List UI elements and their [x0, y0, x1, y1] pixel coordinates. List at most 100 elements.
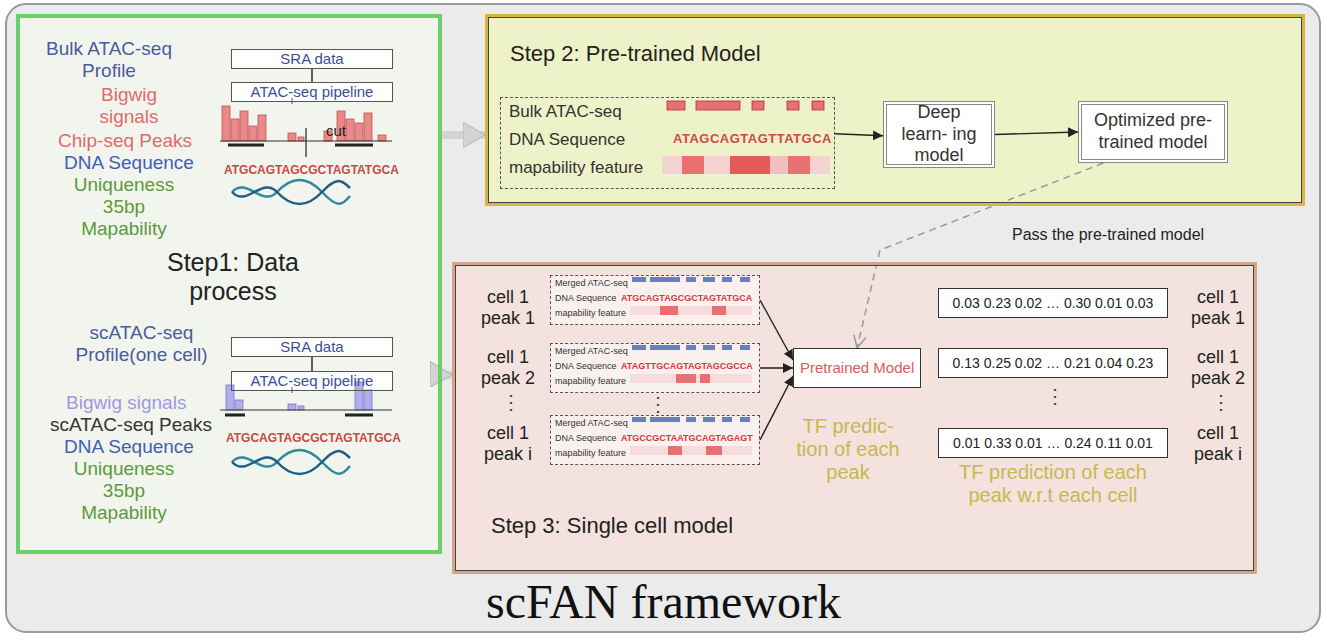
text-slot: DNA Sequence: [64, 436, 194, 458]
cell-peak-label: cell 1 peak 2: [1183, 347, 1253, 388]
box-fill: [231, 337, 393, 357]
text-slot: cell 1 peak 1: [473, 287, 543, 328]
node-text: Merged ATAC-seq: [555, 278, 628, 288]
cell-peak-label: cell 1 peak i: [1183, 423, 1253, 464]
text-slot: mapability feature: [555, 308, 626, 318]
connector-arrow: [995, 132, 1078, 135]
text-slot: mapability feature: [555, 448, 626, 458]
dna-sequence: ATGCAGTAGCGCTAGTATGCA: [226, 432, 401, 446]
cell-peak-label: cell 1 peak 1: [1183, 287, 1253, 328]
text-slot: cell 1 peak i: [473, 423, 543, 464]
node-text: SRA data: [280, 338, 343, 355]
text-slot: ATGCAGTAGCGCTAGTATGCA: [226, 432, 401, 446]
node-text: DNA Sequence: [555, 361, 617, 371]
box-fill: [938, 428, 1168, 458]
process-box: ATAC-seq pipeline: [231, 82, 393, 102]
node-text: DNA Sequence: [555, 293, 617, 303]
node-text: ATAGCAGTAGTTATGCA: [673, 132, 832, 147]
ellipsis: ⋮: [501, 391, 521, 414]
model-box: Pretrained Model: [793, 348, 921, 388]
box-fill: [231, 49, 393, 69]
text-slot: ⋮: [1211, 391, 1231, 414]
text-slot: DNA Sequence: [555, 433, 617, 443]
cell-peak-label: cell 1 peak i: [473, 423, 543, 464]
text-slot: Pass the pre-trained model: [1012, 226, 1204, 244]
text-slot: Bulk ATAC-seq: [509, 102, 622, 122]
mapability-strip: [662, 156, 830, 174]
box-fill: [1078, 101, 1228, 163]
process-box: SRA data: [231, 49, 393, 69]
node-text: Merged ATAC-seq: [555, 418, 628, 428]
text-slot: cell 1 peak 1: [1183, 287, 1253, 328]
box-fill: [550, 343, 760, 393]
prediction-box: 0.03 0.23 0.02 … 0.30 0.01 0.03: [938, 288, 1168, 318]
text-slot: Uniqueness 35bp Mapability: [64, 174, 184, 240]
node-text: 0.03 0.23 0.02 … 0.30 0.01 0.03: [953, 295, 1154, 311]
node-text: Merged ATAC-seq: [555, 346, 628, 356]
data-label: Bigwig signals: [66, 392, 186, 414]
connector-arrow: [311, 357, 312, 371]
text-slot: Merged ATAC-seq: [555, 278, 628, 288]
text-slot: Merged ATAC-seq: [555, 418, 628, 428]
step-panel: Step 3: Single cell model Merged ATAC-seq…: [452, 262, 1257, 574]
data-label: DNA Sequence: [64, 436, 194, 458]
text-slot: ATGCCGCTAATGCAGTAGAGT: [621, 433, 753, 443]
text-slot: DNA Sequence: [64, 152, 194, 174]
text-slot: Bigwig signals: [79, 84, 179, 128]
cell-peak-label: cell 1 peak 1: [473, 287, 543, 328]
cell-peak-label: cell 1 peak 2: [473, 347, 543, 388]
node-text: Step1: Data process: [120, 248, 346, 306]
box-fill: [231, 371, 393, 391]
step-panel: Step 2: Pre-trained ModelBulk ATAC-seqDN…: [485, 14, 1305, 206]
node-text: DNA Sequence: [509, 130, 625, 150]
node-text: ATGCAGTAGCGCTAGTATGCA: [621, 293, 752, 303]
text-slot: DNA Sequence: [509, 130, 625, 150]
node-text: mapability feature: [555, 308, 626, 318]
text-slot: DNA Sequence: [555, 361, 617, 371]
data-label: Bigwig signals: [79, 84, 179, 128]
node-text: Deep learn- ing model: [893, 102, 985, 167]
box-fill: [883, 101, 995, 168]
node-text: Bulk ATAC-seq: [509, 102, 622, 122]
text-slot: Step 3: Single cell model: [491, 513, 733, 538]
connector-arrow: [311, 69, 312, 82]
text-slot: cut: [326, 122, 346, 139]
connector-arrow: [835, 134, 883, 136]
text-slot: ⋮: [648, 393, 668, 416]
node-text: Step 2: Pre-trained Model: [510, 41, 761, 66]
connector-arrow: [442, 371, 452, 379]
dna-helix: [232, 180, 350, 204]
caption: scFAN framework: [0, 578, 1327, 626]
text-slot: TF predic- tion of each peak: [793, 415, 903, 484]
node-text: Optimized pre- trained model: [1088, 110, 1218, 153]
text-slot: ATAGCAGTAGTTATGCA: [673, 132, 832, 147]
text-slot: mapability feature: [509, 158, 643, 178]
step-panel: Step1: Data processSRA dataATAC-seq pipe…: [16, 14, 442, 554]
text-slot: Step 2: Pre-trained Model: [510, 41, 761, 66]
connector-arrow: [857, 163, 1103, 348]
data-label: scATAC-seq Profile(one cell): [59, 322, 224, 366]
connector-arrow: [760, 300, 793, 360]
bulk-signal-track: [220, 98, 392, 157]
model-box: Deep learn- ing model: [883, 101, 995, 168]
model-box: Optimized pre- trained model: [1078, 101, 1228, 163]
box-fill: [485, 14, 1305, 206]
text-slot: Uniqueness 35bp Mapability: [64, 458, 184, 524]
connector-arrow: [760, 367, 793, 368]
ellipsis: ⋮: [1045, 385, 1065, 408]
box-fill: [550, 415, 760, 465]
text-slot: cell 1 peak i: [1183, 423, 1253, 464]
data-label: Bulk ATAC-seq Profile: [34, 38, 184, 82]
prediction-box: 0.01 0.33 0.01 … 0.24 0.11 0.01: [938, 428, 1168, 458]
node-text: ATAGTTGCAGTAGTAGCGCCA: [621, 361, 753, 371]
data-label: Chip-seq Peaks: [58, 130, 192, 152]
annotation: TF predic- tion of each peak: [793, 415, 903, 484]
box-fills: [16, 14, 1305, 574]
text-slot: Bigwig signals: [66, 392, 186, 414]
text-slot: DNA Sequence: [555, 293, 617, 303]
text-slot: scFAN framework: [0, 578, 1327, 626]
data-label: Uniqueness 35bp Mapability: [64, 458, 184, 524]
connector-arrow: [760, 376, 793, 440]
ellipsis: ⋮: [648, 393, 668, 416]
